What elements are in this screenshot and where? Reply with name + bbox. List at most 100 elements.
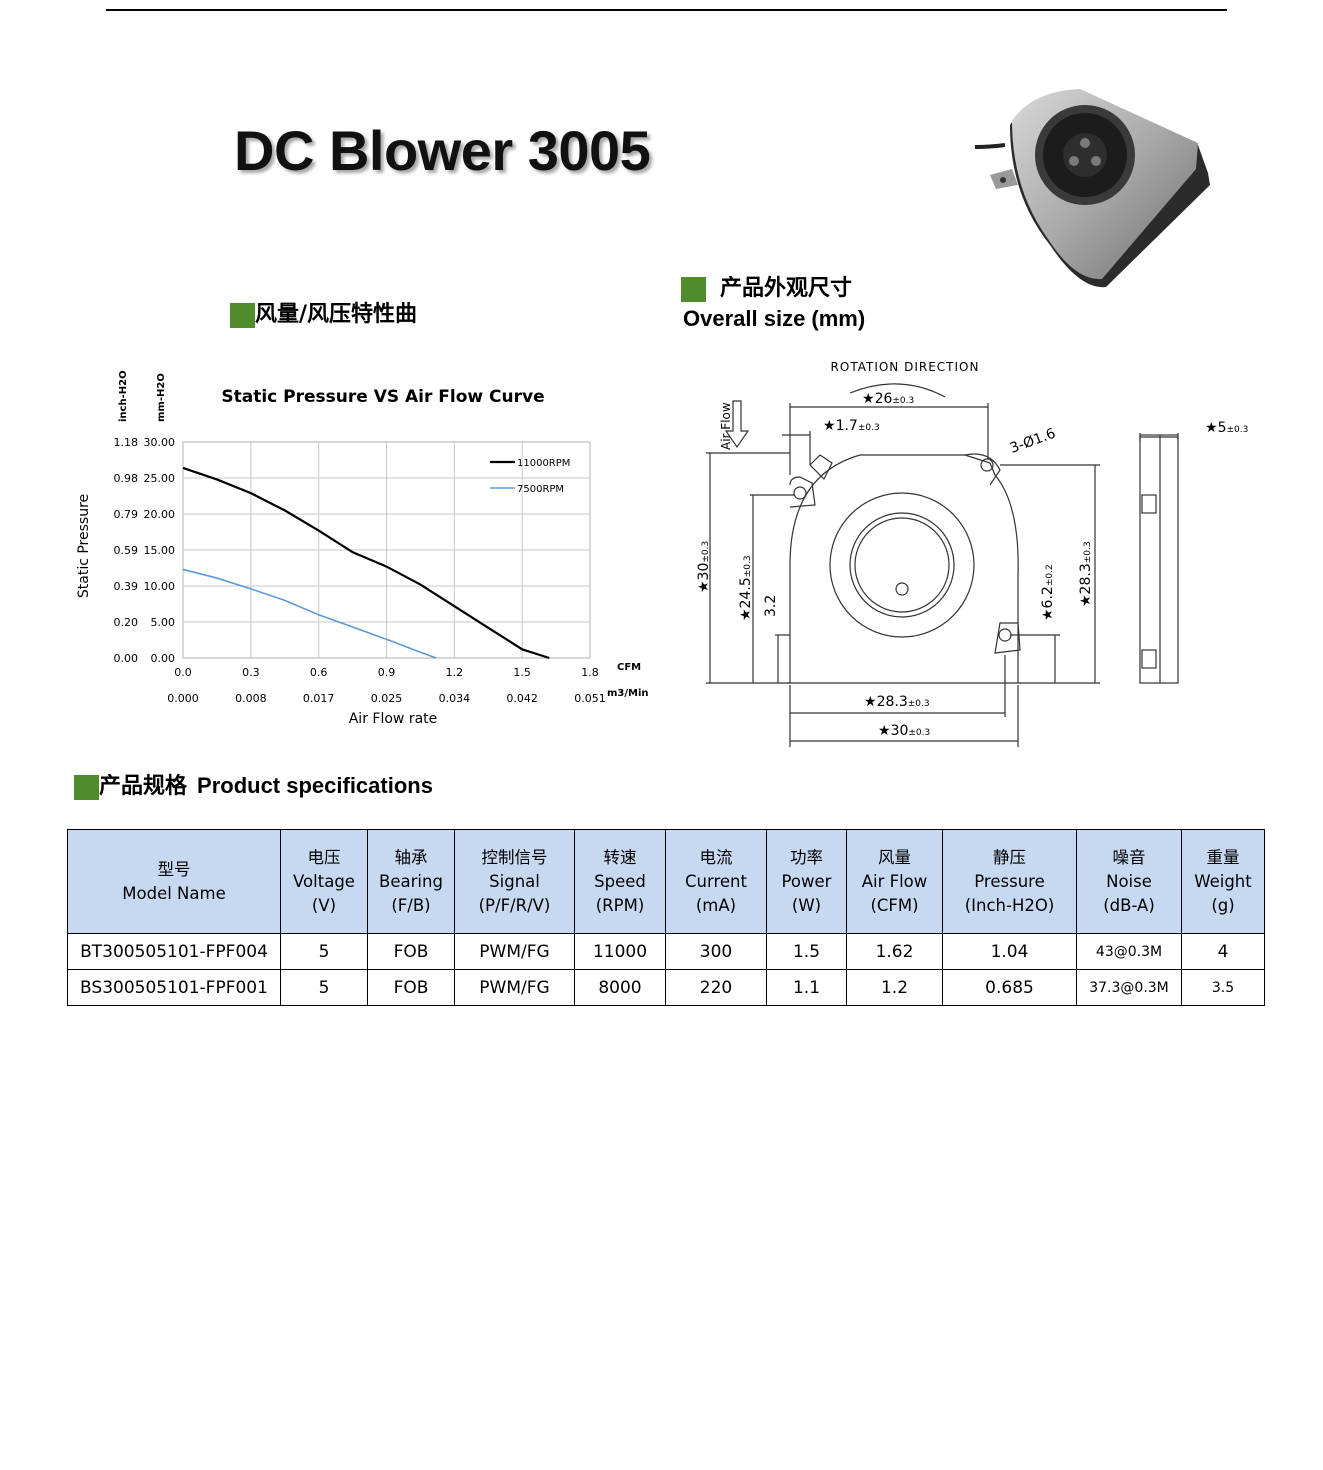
y-tick-mm: 15.00 [144, 544, 176, 557]
x-unit-cfm: CFM [617, 662, 641, 673]
series-line-7500RPM [182, 568, 437, 659]
x-tick-m3: 0.025 [371, 692, 403, 705]
x-tick-m3: 0.034 [439, 692, 471, 705]
top-rule [106, 9, 1227, 11]
y-tick-inch: 1.18 [114, 436, 139, 449]
y-tick-mm: 25.00 [144, 472, 176, 485]
header-line: (RPM) [595, 895, 645, 915]
header-line: Speed [594, 871, 646, 891]
x-tick-m3: 0.042 [506, 692, 537, 705]
y-tick-mm: 10.00 [144, 580, 176, 593]
table-cell: 1.5 [766, 933, 847, 970]
legend-label: 11000RPM [517, 458, 570, 469]
size-section-title: 产品外观尺寸 [681, 270, 852, 302]
table-cell: 1.2 [846, 969, 943, 1006]
table-cell: 11000 [574, 933, 666, 970]
header-line: (dB-A) [1103, 895, 1155, 915]
header-line: (mA) [695, 895, 737, 915]
page-title: DC Blower 3005 [234, 119, 651, 182]
header-line: Signal [489, 871, 540, 891]
table-cell: FOB [367, 933, 455, 970]
table-cell: 300 [665, 933, 767, 970]
x-tick-cfm: 0.3 [242, 666, 259, 679]
dim-28-3-vertical: ★28.3±0.3 [1078, 541, 1094, 607]
header-line: Weight [1194, 871, 1252, 891]
airflow-label: Air Flow [719, 402, 733, 450]
header-line: 功率 [790, 847, 823, 867]
y-tick-mm: 0.00 [151, 652, 176, 665]
curve-title-text: 风量/风压特性曲 [255, 302, 418, 327]
x-tick-cfm: 0.9 [378, 666, 396, 679]
table-header-cell: 控制信号 Signal (P/F/R/V) [454, 829, 575, 934]
y-tick-mm: 20.00 [144, 508, 176, 521]
header-line: (W) [791, 895, 822, 915]
y-tick-inch: 0.20 [114, 616, 139, 629]
series-line-11000RPM [182, 466, 550, 660]
table-cell: 43@0.3M [1076, 933, 1182, 970]
header-line: 电流 [699, 847, 733, 867]
header-line: 静压 [993, 847, 1026, 867]
green-square-icon [74, 774, 99, 800]
table-header-cell: 转速 Speed (RPM) [574, 829, 666, 934]
y-tick-inch: 0.00 [114, 652, 139, 665]
table-cell: BT300505101-FPF004 [67, 933, 281, 970]
header-line: 控制信号 [481, 847, 548, 867]
x-tick-m3: 0.000 [167, 692, 199, 705]
dim-30-vertical: ★30±0.3 [696, 541, 712, 593]
x-tick-cfm: 0.6 [310, 666, 328, 679]
table-cell: 1.62 [846, 933, 943, 970]
table-cell: 220 [665, 969, 767, 1006]
header-line: (Inch-H2O) [964, 895, 1055, 915]
mount-hole [998, 628, 1012, 642]
y-unit-inch: inch-H2O [118, 370, 129, 422]
fan-outline [789, 454, 1019, 683]
table-cell: 3.5 [1181, 969, 1265, 1006]
legend-label: 7500RPM [517, 484, 564, 495]
header-line: Noise [1106, 871, 1152, 891]
dim-28-3-horizontal: ★28.3±0.3 [864, 694, 930, 710]
header-line: (g) [1211, 895, 1235, 915]
airflow-arrow-icon [724, 400, 750, 449]
header-line: Model Name [122, 883, 226, 903]
header-line: Bearing [379, 871, 443, 891]
header-line: (P/F/R/V) [478, 895, 551, 915]
x-tick-m3: 0.051 [574, 692, 606, 705]
dim-24-5: ★24.5±0.3 [738, 555, 754, 621]
size-title-cn-text: 产品外观尺寸 [720, 276, 853, 301]
table-cell: 8000 [574, 969, 666, 1006]
table-cell: 5 [280, 969, 368, 1006]
header-line: 转速 [603, 847, 637, 867]
header-line: Pressure [974, 871, 1045, 891]
table-cell: 37.3@0.3M [1076, 969, 1182, 1006]
table-header-cell: 重量 Weight (g) [1181, 829, 1265, 934]
table-cell: 0.685 [942, 969, 1077, 1006]
side-view [1139, 434, 1179, 684]
table-cell: FOB [367, 969, 455, 1006]
table-cell: 1.1 [766, 969, 847, 1006]
green-square-icon [681, 276, 706, 302]
rotation-label: ROTATION DIRECTION [831, 360, 980, 374]
x-unit-m3: m3/Min [607, 688, 649, 699]
dim-6-2: ★6.2±0.2 [1040, 564, 1056, 621]
pressure-flow-chart: Static Pressure VS Air Flow Curve inch-H… [76, 370, 649, 727]
y-unit-mm: mm-H2O [156, 373, 167, 422]
header-line: (CFM) [870, 895, 919, 915]
dim-1-7: ★1.7±0.3 [823, 418, 880, 434]
spec-title-cn-text: 产品规格 [99, 774, 188, 799]
header-line: 重量 [1206, 847, 1240, 867]
table-cell: PWM/FG [454, 933, 575, 970]
y-tick-mm: 30.00 [144, 436, 176, 449]
size-section-subtitle: Overall size (mm) [683, 306, 866, 331]
x-tick-m3: 0.017 [303, 692, 335, 705]
y-tick-inch: 0.79 [114, 508, 139, 521]
dim-5: ★5±0.3 [1205, 420, 1248, 436]
